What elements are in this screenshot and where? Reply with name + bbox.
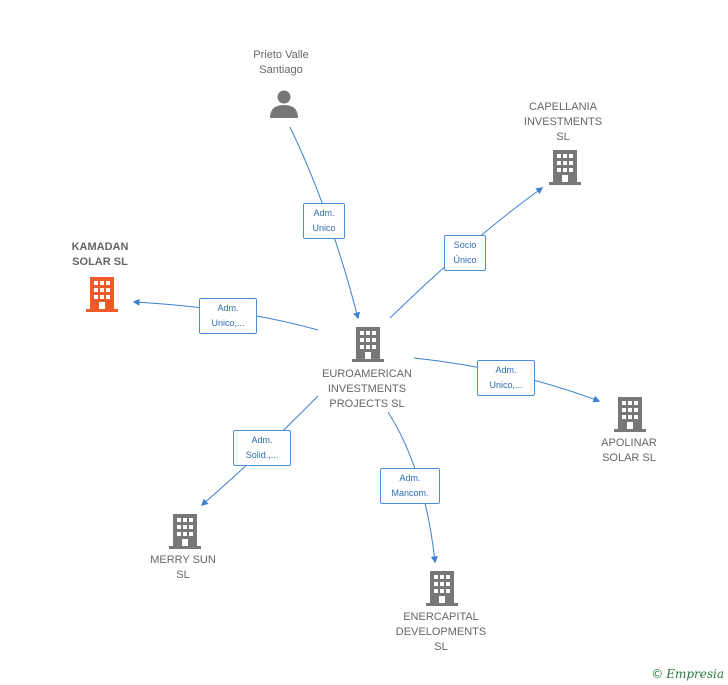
brand-name: Empresia: [666, 667, 724, 681]
edge-label-euro-merry: Adm. Solid.,...: [233, 430, 291, 466]
empresia-watermark: ©Empresia: [651, 667, 724, 681]
node-label-merry[interactable]: MERRY SUN SL: [150, 554, 216, 581]
building-icon-capellania[interactable]: [549, 150, 581, 185]
node-label-enercapital[interactable]: ENERCAPITAL DEVELOPMENTS SL: [395, 611, 487, 653]
edge-label-person-euro: Adm. Unico: [303, 203, 345, 239]
building-icon-kamadan[interactable]: [86, 277, 118, 312]
building-icon-euroamerican[interactable]: [352, 327, 384, 362]
node-label-euroamerican[interactable]: EUROAMERICAN INVESTMENTS PROJECTS SL: [322, 368, 412, 410]
building-icon-apolinar[interactable]: [614, 397, 646, 432]
building-icon-enercapital[interactable]: [426, 571, 458, 606]
building-icon-merry[interactable]: [169, 514, 201, 549]
edge-label-euro-enercapital: Adm. Mancom.: [380, 468, 440, 504]
node-label-apolinar[interactable]: APOLINAR SOLAR SL: [601, 437, 657, 464]
person-icon[interactable]: [270, 90, 298, 119]
node-label-capellania[interactable]: CAPELLANIA INVESTMENTS SL: [523, 101, 603, 143]
node-label-person[interactable]: Prieto Valle Santiago: [253, 49, 309, 76]
node-label-kamadan[interactable]: KAMADAN SOLAR SL: [71, 241, 129, 268]
edge-label-euro-apolinar: Adm. Unico,...: [477, 360, 535, 396]
copyright-symbol: ©: [651, 667, 664, 681]
edge-label-euro-capellania: Socio Único: [444, 235, 486, 271]
edge-label-euro-kamadan: Adm. Unico,...: [199, 298, 257, 334]
